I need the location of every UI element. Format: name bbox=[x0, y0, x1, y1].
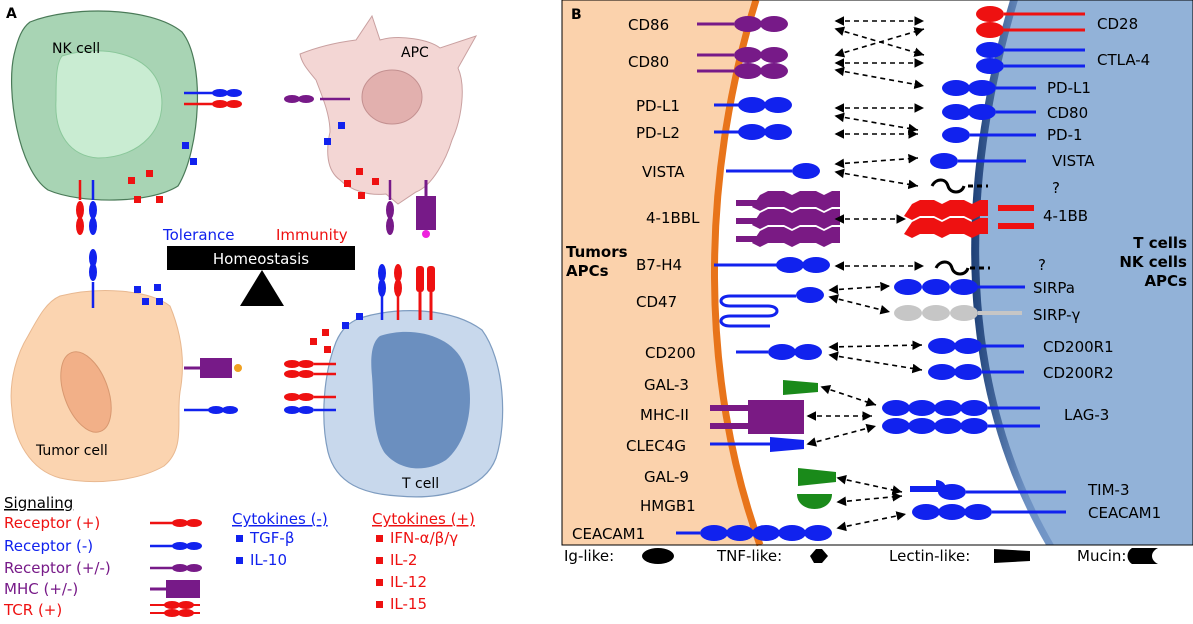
ligand-41bbl: 4-1BBL bbox=[646, 209, 700, 227]
t-cell-label: T cell bbox=[401, 476, 439, 492]
receptor-pd-l1: PD-L1 bbox=[1047, 79, 1091, 97]
receptor-unknown-1: ? bbox=[1052, 179, 1060, 197]
tnf-like-icon bbox=[810, 549, 828, 563]
legend-a: Signaling Receptor (+) Receptor (-) Rece… bbox=[3, 494, 475, 619]
ligand-cd86: CD86 bbox=[628, 16, 669, 34]
t-cell: T cell bbox=[323, 310, 504, 498]
panel-a-receptors bbox=[76, 89, 436, 414]
ligand-clec4g: CLEC4G bbox=[626, 437, 686, 455]
interaction-arrows bbox=[806, 16, 925, 532]
legend-cyt-pos-4: IL-15 bbox=[390, 595, 427, 613]
legend-cyt-pos-1: IFN-α/β/γ bbox=[390, 529, 458, 547]
legend-cyt-neg-title: Cytokines (-) bbox=[232, 510, 328, 528]
left-group-label-1: Tumors bbox=[566, 243, 628, 261]
receptor-cd200r2: CD200R2 bbox=[1043, 364, 1114, 382]
legend-receptor-mixed: Receptor (+/-) bbox=[4, 559, 111, 577]
domain-legend: Ig-like: TNF-like: Lectin-like: Mucin: bbox=[564, 547, 1158, 565]
receptor-ctla4: CTLA-4 bbox=[1097, 51, 1150, 69]
nk-cell-label: NK cell bbox=[52, 41, 100, 57]
receptor-vista: VISTA bbox=[1052, 152, 1095, 170]
ligand-mhc-ii: MHC-II bbox=[640, 406, 689, 424]
legend-tnf-label: TNF-like: bbox=[716, 547, 782, 565]
ligand-vista: VISTA bbox=[642, 163, 685, 181]
ligand-pd-l1: PD-L1 bbox=[636, 97, 680, 115]
homeostasis-label: Homeostasis bbox=[213, 250, 309, 268]
cytokine-dots bbox=[128, 122, 379, 353]
ligand-labels: CD86 CD80 PD-L1 PD-L2 VISTA 4-1BBL B7-H4… bbox=[572, 16, 700, 543]
ligand-cd47: CD47 bbox=[636, 293, 677, 311]
ligand-cd80: CD80 bbox=[628, 53, 669, 71]
legend-receptor-pos: Receptor (+) bbox=[4, 514, 100, 532]
receptor-unknown-2: ? bbox=[1038, 256, 1046, 274]
legend-cyt-pos-2: IL-2 bbox=[390, 551, 417, 569]
right-group-label-1: T cells bbox=[1133, 234, 1187, 252]
legend-signaling-title: Signaling bbox=[4, 494, 73, 512]
legend-cyt-neg-2: IL-10 bbox=[250, 551, 287, 569]
ligand-gal9: GAL-9 bbox=[644, 468, 689, 486]
ligand-cd200: CD200 bbox=[645, 344, 696, 362]
legend-tcr: TCR (+) bbox=[3, 601, 62, 619]
homeostasis-scale: Tolerance Immunity Homeostasis bbox=[162, 226, 355, 306]
left-membrane bbox=[711, 0, 764, 547]
receptor-41bb: 4-1BB bbox=[1043, 207, 1088, 225]
legend-mhc: MHC (+/-) bbox=[4, 580, 78, 598]
tolerance-label: Tolerance bbox=[162, 226, 235, 244]
ligand-b7h4: B7-H4 bbox=[636, 256, 682, 274]
ligand-pd-l2: PD-L2 bbox=[636, 124, 680, 142]
receptor-sirpa: SIRPa bbox=[1033, 279, 1075, 297]
receptor-tim3: TIM-3 bbox=[1087, 481, 1129, 499]
ligand-glyphs bbox=[676, 16, 840, 541]
right-group-label-2: NK cells bbox=[1119, 253, 1187, 271]
panel-a: A NK cell APC Tumor cell T cell bbox=[3, 6, 504, 619]
receptor-labels: CD28 CTLA-4 PD-L1 CD80 PD-1 VISTA ? 4-1B… bbox=[1033, 15, 1161, 522]
legend-receptor-neg: Receptor (-) bbox=[4, 537, 93, 555]
legend-cyt-pos-3: IL-12 bbox=[390, 573, 427, 591]
legend-cyt-neg-1: TGF-β bbox=[249, 529, 294, 547]
legend-mucin-label: Mucin: bbox=[1077, 547, 1126, 565]
receptor-lag3: LAG-3 bbox=[1064, 406, 1109, 424]
legend-ig-label: Ig-like: bbox=[564, 547, 614, 565]
legend-lectin-label: Lectin-like: bbox=[889, 547, 970, 565]
receptor-pd1: PD-1 bbox=[1047, 126, 1083, 144]
panel-a-label: A bbox=[6, 6, 17, 22]
receptor-sirp-g: SIRP-γ bbox=[1033, 306, 1080, 324]
apc-cell: APC bbox=[299, 14, 478, 205]
lectin-like-icon bbox=[994, 549, 1030, 563]
ligand-ceacam1: CEACAM1 bbox=[572, 525, 645, 543]
panel-b-label: B bbox=[571, 7, 582, 23]
immunity-label: Immunity bbox=[276, 226, 348, 244]
apc-label: APC bbox=[401, 45, 429, 61]
nk-cell: NK cell bbox=[11, 10, 199, 201]
receptor-ceacam1: CEACAM1 bbox=[1088, 504, 1161, 522]
ligand-hmgb1: HMGB1 bbox=[640, 497, 696, 515]
receptor-cd28: CD28 bbox=[1097, 15, 1138, 33]
receptor-cd80: CD80 bbox=[1047, 104, 1088, 122]
ligand-gal3: GAL-3 bbox=[644, 376, 689, 394]
ig-like-icon bbox=[642, 548, 674, 564]
tumor-cell: Tumor cell bbox=[10, 290, 183, 483]
legend-cyt-pos-title: Cytokines (+) bbox=[372, 510, 475, 528]
tumor-cell-label: Tumor cell bbox=[35, 443, 108, 459]
receptor-glyphs bbox=[882, 6, 1085, 520]
left-group-label-2: APCs bbox=[566, 262, 609, 280]
right-group-label-3: APCs bbox=[1144, 272, 1187, 290]
receptor-cd200r1: CD200R1 bbox=[1043, 338, 1114, 356]
mucin-icon bbox=[1127, 548, 1158, 564]
panel-b: B Tumors APCs T cells NK cells APCs CD86… bbox=[561, 0, 1193, 547]
